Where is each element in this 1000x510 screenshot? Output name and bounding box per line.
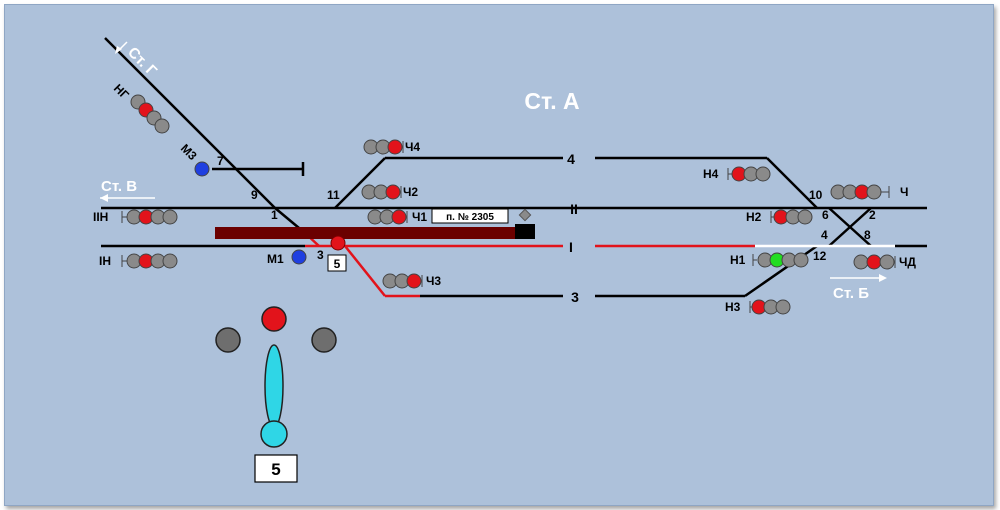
- lamp-left: [215, 327, 241, 353]
- selected-signal-number-box[interactable]: [254, 454, 298, 483]
- signal-n1[interactable]: [752, 252, 809, 268]
- switch-7[interactable]: 7: [217, 154, 224, 168]
- label-in: IН: [99, 254, 111, 268]
- signal-ch3[interactable]: [382, 273, 423, 289]
- signal-ng[interactable]: [130, 94, 170, 134]
- track-4-link-east: [766, 157, 818, 209]
- switch-3[interactable]: 3: [317, 248, 324, 262]
- station-title: Ст. А: [524, 88, 579, 114]
- label-iin: IIН: [93, 210, 108, 224]
- signal-in[interactable]: [121, 253, 178, 269]
- switch-1[interactable]: 1: [271, 208, 278, 222]
- route-marker-label: 5: [334, 257, 341, 271]
- label-n2: Н2: [746, 210, 762, 224]
- switch-6[interactable]: 6: [822, 208, 829, 222]
- selected-signal-number: 5: [271, 460, 280, 479]
- label-ng: НГ: [111, 81, 132, 102]
- label-ch4: Ч4: [405, 140, 420, 154]
- signal-ch4[interactable]: [363, 139, 404, 155]
- track-I-label: I: [569, 239, 573, 255]
- train-label-box: [431, 208, 509, 224]
- track-g-approach[interactable]: [104, 37, 276, 209]
- track-II-label: II: [570, 201, 578, 217]
- route-marker-dot[interactable]: [330, 235, 346, 251]
- signal-n4[interactable]: [727, 166, 771, 182]
- signal-m1[interactable]: [291, 249, 307, 265]
- switch-8[interactable]: 8: [864, 228, 871, 242]
- signal-chd[interactable]: [853, 254, 896, 270]
- signals: [121, 94, 896, 315]
- label-ch3: Ч3: [426, 274, 441, 288]
- signal-ch1[interactable]: [367, 209, 408, 225]
- track-diagram: п. № 2305 Ст. Г Ст. В Ст. Б Ст. А 4 II I…: [93, 37, 927, 483]
- route-marker-box[interactable]: [327, 254, 347, 272]
- train-locomotive: [515, 224, 535, 239]
- label-m1: М1: [267, 252, 284, 266]
- lamp-top-red: [261, 306, 287, 332]
- signal-ch[interactable]: [830, 184, 890, 200]
- selected-signal-view: 5: [215, 306, 337, 483]
- lamp-mast: [264, 344, 284, 428]
- station-diagram-panel: п. № 2305 Ст. Г Ст. В Ст. Б Ст. А 4 II I…: [4, 4, 994, 506]
- signal-n2[interactable]: [770, 209, 813, 225]
- signal-iin[interactable]: [121, 209, 178, 225]
- label-m3: М3: [178, 141, 200, 163]
- direction-v: Ст. В: [101, 178, 137, 195]
- switch-11[interactable]: 11: [327, 188, 340, 202]
- label-ch: Ч: [900, 185, 908, 199]
- track-4-label: 4: [567, 151, 575, 167]
- label-ch1: Ч1: [412, 210, 427, 224]
- switch-9[interactable]: 9: [251, 188, 258, 202]
- switch-4[interactable]: 4: [821, 228, 828, 242]
- signal-labels: НГ М3 IIН IН М1 Ч4 Ч2 Ч1 Ч3 Н4 Н2 Н1 Н3 …: [93, 81, 916, 314]
- crossover-2-4: [828, 207, 872, 247]
- label-n3: Н3: [725, 300, 741, 314]
- signal-ch2[interactable]: [361, 184, 402, 200]
- track-3-label: 3: [571, 289, 579, 305]
- direction-b: Ст. Б: [833, 285, 869, 302]
- signal-m3[interactable]: [194, 161, 210, 177]
- lamp-bottom: [260, 420, 288, 448]
- diamond-icon: [518, 208, 532, 222]
- train-label: п. № 2305: [446, 212, 494, 223]
- lamp-right: [311, 327, 337, 353]
- label-ch2: Ч2: [403, 185, 418, 199]
- set-route: [304, 232, 755, 298]
- track-4-link-west: [334, 157, 386, 209]
- label-chd: ЧД: [899, 255, 916, 269]
- label-n1: Н1: [730, 253, 746, 267]
- switch-numbers: 7 9 11 1 3 10 6 2 4 8 12: [217, 154, 876, 263]
- switch-2[interactable]: 2: [869, 208, 876, 222]
- train-body[interactable]: [215, 227, 517, 239]
- switch-12[interactable]: 12: [813, 249, 827, 263]
- track-3-link-east: [744, 244, 818, 298]
- signal-n3[interactable]: [749, 299, 791, 315]
- label-n4: Н4: [703, 167, 719, 181]
- switch-10[interactable]: 10: [809, 188, 823, 202]
- direction-arrows: [100, 41, 887, 282]
